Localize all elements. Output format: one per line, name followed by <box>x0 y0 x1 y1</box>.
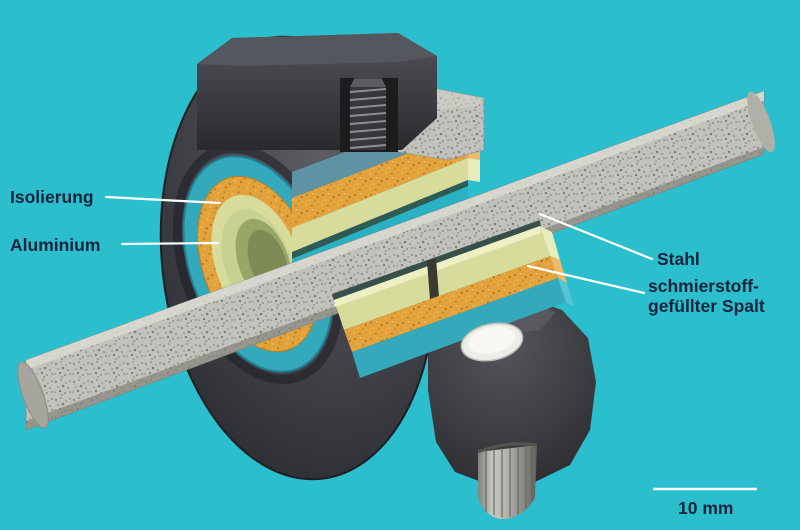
label-isolierung: Isolierung <box>10 187 94 207</box>
upper-lubricant-gap <box>292 180 468 259</box>
shaft-right-end-face <box>747 91 775 153</box>
label-aluminium: Aluminium <box>10 235 100 255</box>
set-screw-tip <box>354 72 382 79</box>
lower-layer-stack <box>332 220 574 378</box>
lower-aluminium-end-face <box>550 256 567 283</box>
set-screw-threads <box>349 88 387 149</box>
leader-line-isolierung <box>104 195 222 205</box>
leader-line-spalt <box>526 264 646 295</box>
lower-insulation-end-face <box>558 278 574 306</box>
cap-top-face <box>197 33 437 66</box>
scale-bar: 10 mm <box>653 487 757 518</box>
lower-bearing-end-face <box>540 226 560 260</box>
upper-bearing-layer <box>292 158 468 252</box>
set-screw-chamfer <box>350 79 386 87</box>
bolt-hole-top <box>467 326 516 354</box>
shaft-top-highlight <box>26 91 764 370</box>
lower-bearing-layer <box>334 226 550 330</box>
label-spalt-line2: gefüllter Spalt <box>648 296 765 316</box>
lower-lubricant-gap <box>332 220 541 301</box>
label-spalt-line1: schmierstoff- <box>648 276 759 296</box>
leader-line-aluminium <box>120 241 220 246</box>
label-stahl: Stahl <box>657 249 700 269</box>
mounting-screw-top-edge <box>477 442 538 454</box>
leader-line-stahl <box>538 212 654 261</box>
lower-bearing-layer-highlight <box>334 226 541 307</box>
leader-lines <box>104 195 654 295</box>
scale-bar-label: 10 mm <box>678 498 733 518</box>
mounting-screw-ribs <box>485 446 533 517</box>
lower-aluminium-layer <box>344 256 558 352</box>
mounting-screw-body <box>478 445 537 520</box>
bolt-hole <box>460 322 524 362</box>
labels: Isolierung Aluminium Stahl schmierstoff-… <box>10 187 765 316</box>
lower-layer-slit <box>427 258 439 300</box>
bearing-cap <box>197 33 437 152</box>
shaft-left-end-face <box>17 361 49 429</box>
upper-bearing-end-face <box>468 158 480 182</box>
lower-insulation-layer <box>352 278 566 378</box>
mounting-screw <box>477 442 538 520</box>
